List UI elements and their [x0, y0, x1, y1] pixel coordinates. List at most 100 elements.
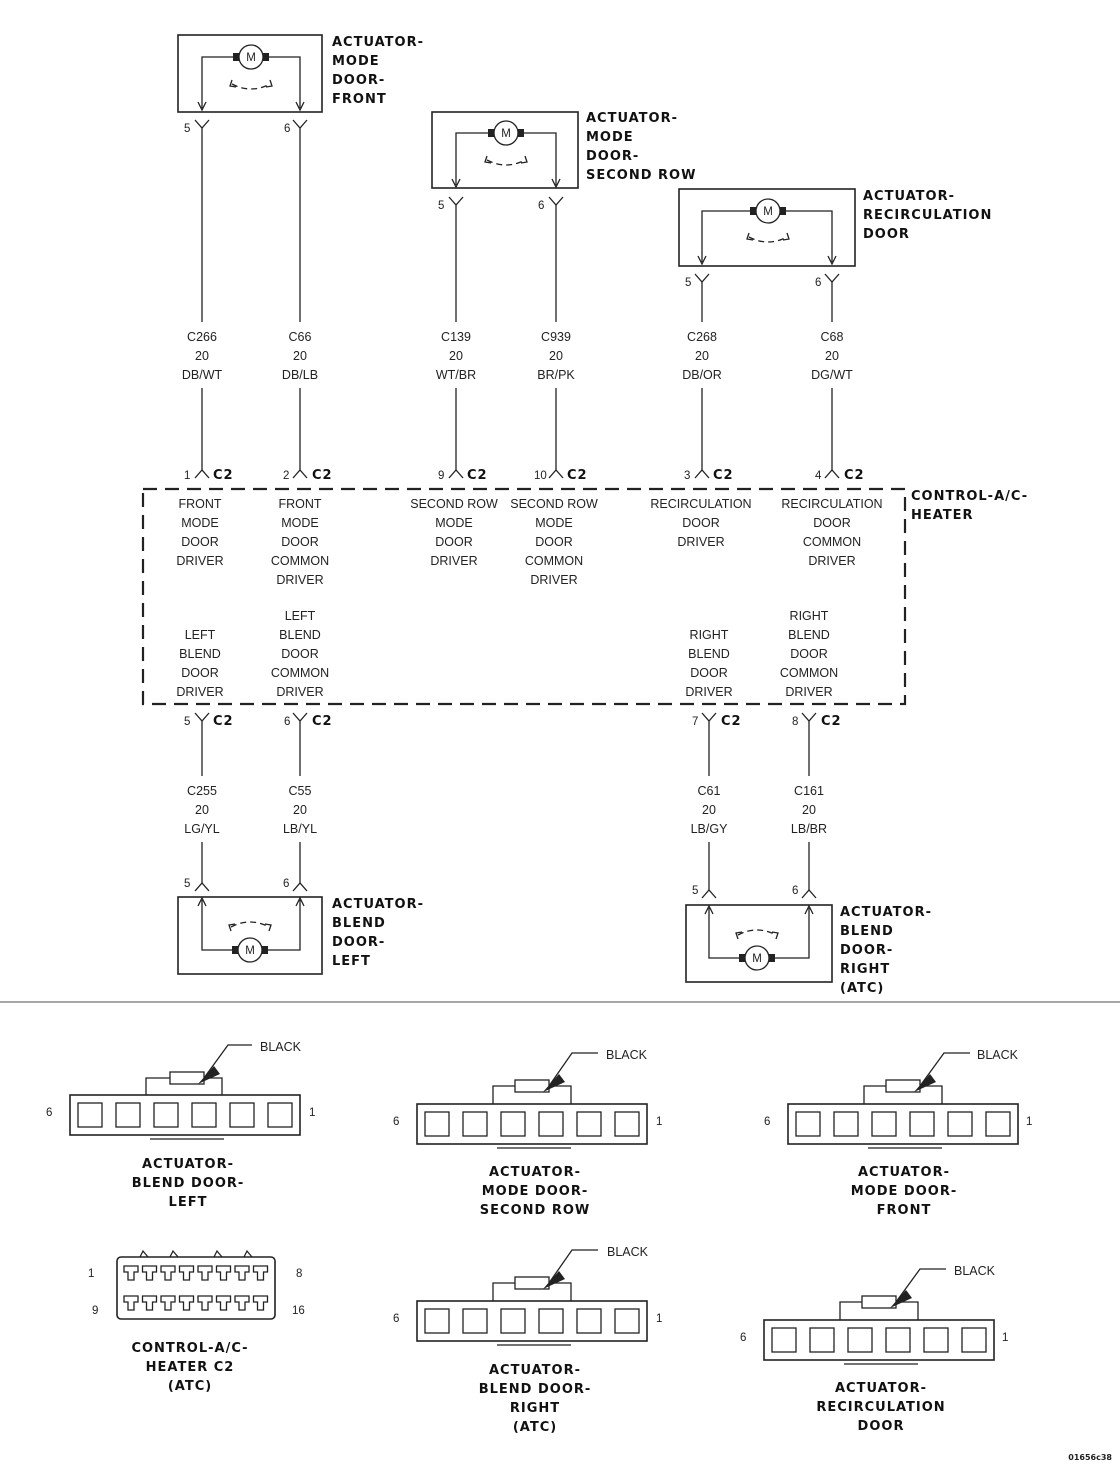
svg-text:C66: C66	[289, 330, 312, 344]
pin-row-bottom	[123, 1295, 269, 1311]
module-top-functions: FRONT MODE DOOR DRIVER FRONT MODE DOOR C…	[176, 497, 882, 587]
svg-text:C2: C2	[213, 714, 234, 729]
svg-text:DOOR: DOOR	[535, 535, 573, 549]
svg-text:ACTUATOR-: ACTUATOR-	[858, 1165, 950, 1180]
svg-text:5: 5	[184, 716, 190, 728]
svg-text:BLEND DOOR-: BLEND DOOR-	[479, 1382, 592, 1397]
svg-text:C268: C268	[687, 330, 717, 344]
svg-text:BLACK: BLACK	[954, 1264, 996, 1278]
svg-text:DOOR: DOOR	[858, 1419, 905, 1434]
svg-text:ACTUATOR-: ACTUATOR-	[332, 35, 424, 50]
svg-text:(ATC): (ATC)	[840, 981, 884, 996]
svg-text:BR/PK: BR/PK	[537, 368, 575, 382]
svg-text:DB/LB: DB/LB	[282, 368, 318, 382]
svg-text:ACTUATOR-: ACTUATOR-	[489, 1363, 581, 1378]
terminal-cavity	[252, 1295, 269, 1311]
svg-text:FRONT: FRONT	[877, 1203, 932, 1218]
svg-text:WT/BR: WT/BR	[436, 368, 476, 382]
terminal-cavity	[234, 1265, 250, 1281]
svg-text:CONTROL-A/C-: CONTROL-A/C-	[131, 1341, 248, 1356]
motor-icon: M	[750, 198, 786, 224]
svg-text:C139: C139	[441, 330, 471, 344]
svg-text:DB/WT: DB/WT	[182, 368, 223, 382]
svg-text:20: 20	[195, 349, 209, 363]
svg-text:FRONT: FRONT	[278, 497, 321, 511]
svg-text:3: 3	[684, 470, 690, 482]
svg-text:BLACK: BLACK	[607, 1245, 649, 1259]
svg-text:6: 6	[283, 878, 289, 890]
motor-icon: M	[233, 44, 269, 70]
svg-text:1: 1	[656, 1116, 662, 1128]
top-wires: 5 C266 20 DB/WT 1 C2 6 C66 20 DB/LB 2 C2…	[182, 119, 865, 483]
svg-text:8: 8	[296, 1268, 302, 1280]
svg-text:20: 20	[549, 349, 563, 363]
svg-text:20: 20	[825, 349, 839, 363]
terminal-cavity	[197, 1295, 213, 1311]
svg-text:DOOR: DOOR	[181, 666, 219, 680]
svg-text:RIGHT: RIGHT	[840, 962, 890, 977]
svg-text:6: 6	[764, 1116, 770, 1128]
svg-text:DB/OR: DB/OR	[682, 368, 722, 382]
svg-text:BLEND: BLEND	[840, 924, 894, 939]
svg-text:HEATER C2: HEATER C2	[146, 1360, 235, 1375]
svg-text:LEFT: LEFT	[285, 609, 316, 623]
svg-text:DOOR-: DOOR-	[586, 149, 639, 164]
module-bottom-functions: LEFT BLEND DOOR DRIVER LEFT BLEND DOOR C…	[176, 609, 838, 699]
terminal-cavity	[178, 1295, 195, 1311]
connector-recirculation-door: BLACK 6 1 ACTUATOR- RECIRCULATION DOOR	[740, 1264, 1008, 1434]
svg-text:DRIVER: DRIVER	[276, 573, 323, 587]
svg-text:DRIVER: DRIVER	[276, 685, 323, 699]
svg-text:16: 16	[292, 1305, 305, 1317]
wire-c255: 5 C2 C255 20 LG/YL 5	[184, 712, 234, 892]
svg-text:C2: C2	[844, 468, 865, 483]
svg-text:4: 4	[815, 470, 822, 482]
svg-text:BLACK: BLACK	[977, 1048, 1019, 1062]
svg-text:HEATER: HEATER	[911, 508, 974, 523]
svg-text:BLACK: BLACK	[606, 1048, 648, 1062]
terminal-cavity	[141, 1265, 158, 1281]
svg-text:RECIRCULATION: RECIRCULATION	[781, 497, 882, 511]
wire-c268: 5 C268 20 DB/OR 3 C2	[682, 273, 733, 483]
svg-text:6: 6	[815, 277, 821, 289]
svg-text:9: 9	[438, 470, 444, 482]
connector-mode-door-second-row: BLACK 6 1 ACTUATOR- MODE DOOR- SECOND RO…	[393, 1048, 662, 1218]
svg-text:C2: C2	[567, 468, 588, 483]
svg-text:DOOR: DOOR	[682, 516, 720, 530]
svg-text:DOOR: DOOR	[435, 535, 473, 549]
svg-text:DRIVER: DRIVER	[176, 685, 223, 699]
svg-text:LEFT: LEFT	[185, 628, 216, 642]
svg-text:MODE: MODE	[181, 516, 219, 530]
svg-text:ACTUATOR-: ACTUATOR-	[863, 189, 955, 204]
svg-text:20: 20	[702, 803, 716, 817]
svg-text:BLEND: BLEND	[179, 647, 221, 661]
svg-text:1: 1	[1026, 1116, 1032, 1128]
terminal-cavity	[234, 1295, 250, 1311]
svg-text:10: 10	[534, 470, 547, 482]
terminal-cavity	[197, 1265, 213, 1281]
svg-text:1: 1	[1002, 1332, 1008, 1344]
svg-text:RIGHT: RIGHT	[690, 628, 729, 642]
svg-text:M: M	[763, 206, 773, 218]
svg-text:5: 5	[184, 878, 190, 890]
svg-text:DRIVER: DRIVER	[530, 573, 577, 587]
svg-text:M: M	[752, 953, 762, 965]
svg-text:DOOR-: DOOR-	[840, 943, 893, 958]
svg-text:DRIVER: DRIVER	[677, 535, 724, 549]
svg-text:ACTUATOR-: ACTUATOR-	[489, 1165, 581, 1180]
terminal-cavity	[123, 1295, 139, 1311]
svg-text:6: 6	[538, 200, 544, 212]
svg-text:MODE DOOR-: MODE DOOR-	[482, 1184, 588, 1199]
svg-text:MODE: MODE	[435, 516, 473, 530]
motor-icon: M	[739, 945, 775, 971]
svg-text:BLEND: BLEND	[332, 916, 386, 931]
svg-text:BLEND: BLEND	[788, 628, 830, 642]
svg-text:DOOR-: DOOR-	[332, 73, 385, 88]
svg-text:FRONT: FRONT	[332, 92, 387, 107]
svg-text:BLEND: BLEND	[688, 647, 730, 661]
svg-text:BLEND DOOR-: BLEND DOOR-	[132, 1176, 245, 1191]
svg-text:C68: C68	[821, 330, 844, 344]
svg-text:MODE DOOR-: MODE DOOR-	[851, 1184, 957, 1199]
svg-text:LB/YL: LB/YL	[283, 822, 317, 836]
terminal-cavity	[178, 1265, 195, 1281]
